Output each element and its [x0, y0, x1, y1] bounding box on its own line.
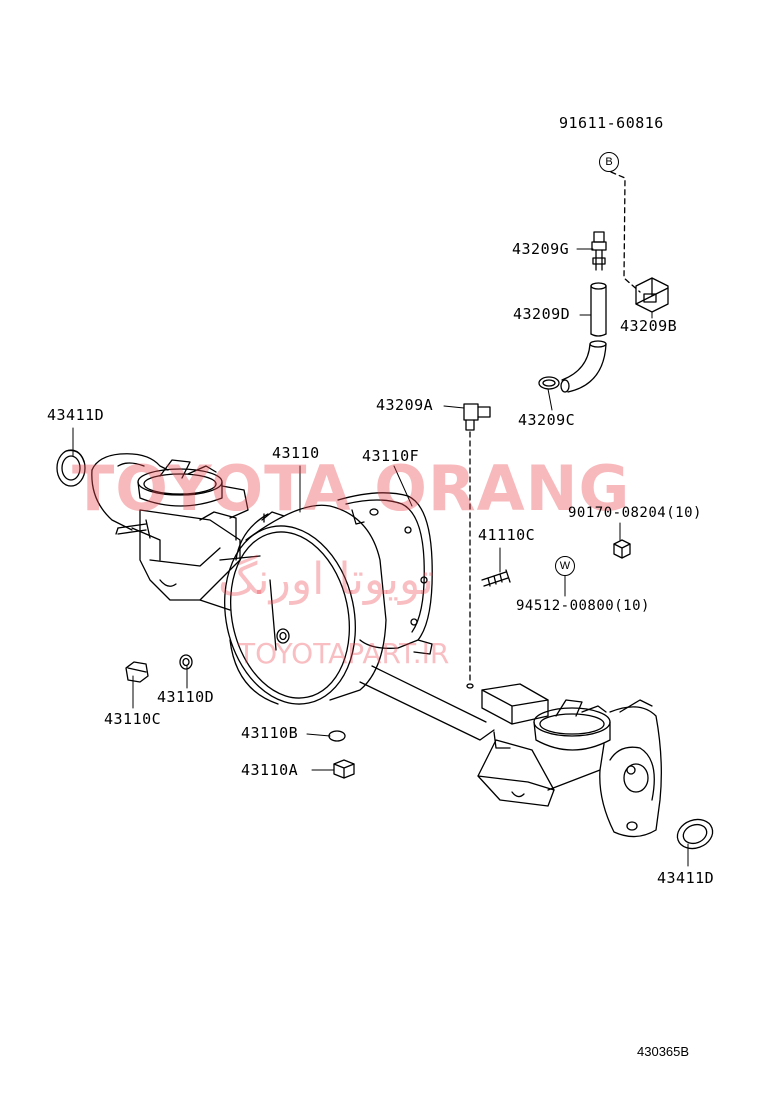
label-94512-00800: 94512-00800(10) — [516, 598, 650, 614]
breather-plug — [593, 231, 605, 243]
illustration-reference: 430365B — [637, 1044, 690, 1059]
label-41110c: 41110C — [478, 526, 536, 544]
gasket-43110b — [328, 730, 346, 742]
label-43209c: 43209C — [518, 411, 576, 429]
differential-housing — [224, 504, 387, 705]
breather-dashed-line — [610, 171, 641, 293]
plug-43110a — [333, 759, 355, 779]
marker-w: W — [555, 556, 575, 576]
label-91611-60816: 91611-60816 — [559, 114, 664, 132]
marker-b: B — [599, 152, 619, 172]
plug-43110c — [125, 661, 149, 683]
bent-hose — [561, 343, 607, 393]
label-43209a: 43209A — [376, 396, 434, 414]
label-43110d: 43110D — [157, 688, 215, 706]
label-43110a: 43110A — [241, 761, 299, 779]
bolt-41110c — [481, 569, 511, 587]
small-parts — [125, 654, 355, 779]
watermark-main: TOYOTA ORANG — [72, 452, 631, 525]
breather-assembly — [463, 171, 669, 689]
breather-hose — [590, 285, 607, 335]
label-90170-08204: 90170-08204(10) — [568, 505, 702, 521]
washer-43110d — [179, 654, 193, 670]
hose-clip — [538, 376, 560, 390]
left-oil-seal — [56, 449, 86, 487]
right-oil-seal — [676, 818, 714, 850]
label-43110b: 43110B — [241, 724, 299, 742]
label-43110c: 43110C — [104, 710, 162, 728]
nut-90170 — [613, 539, 631, 559]
label-43110: 43110 — [272, 444, 320, 462]
leader-lines — [72, 248, 689, 867]
label-43110f: 43110F — [362, 447, 420, 465]
watermark-url: TOYOTAPART.IR — [238, 637, 450, 670]
label-43209g: 43209G — [512, 240, 570, 258]
watermark-persian: تویوتا اورنگ — [218, 554, 434, 605]
cover-plate — [337, 492, 433, 655]
label-43209b: 43209B — [620, 317, 678, 335]
right-bracket — [477, 683, 662, 838]
union-43209a — [463, 403, 479, 421]
label-43411d-bottom: 43411D — [657, 869, 715, 887]
label-43209d: 43209D — [513, 305, 571, 323]
label-43411d-top: 43411D — [47, 406, 105, 424]
